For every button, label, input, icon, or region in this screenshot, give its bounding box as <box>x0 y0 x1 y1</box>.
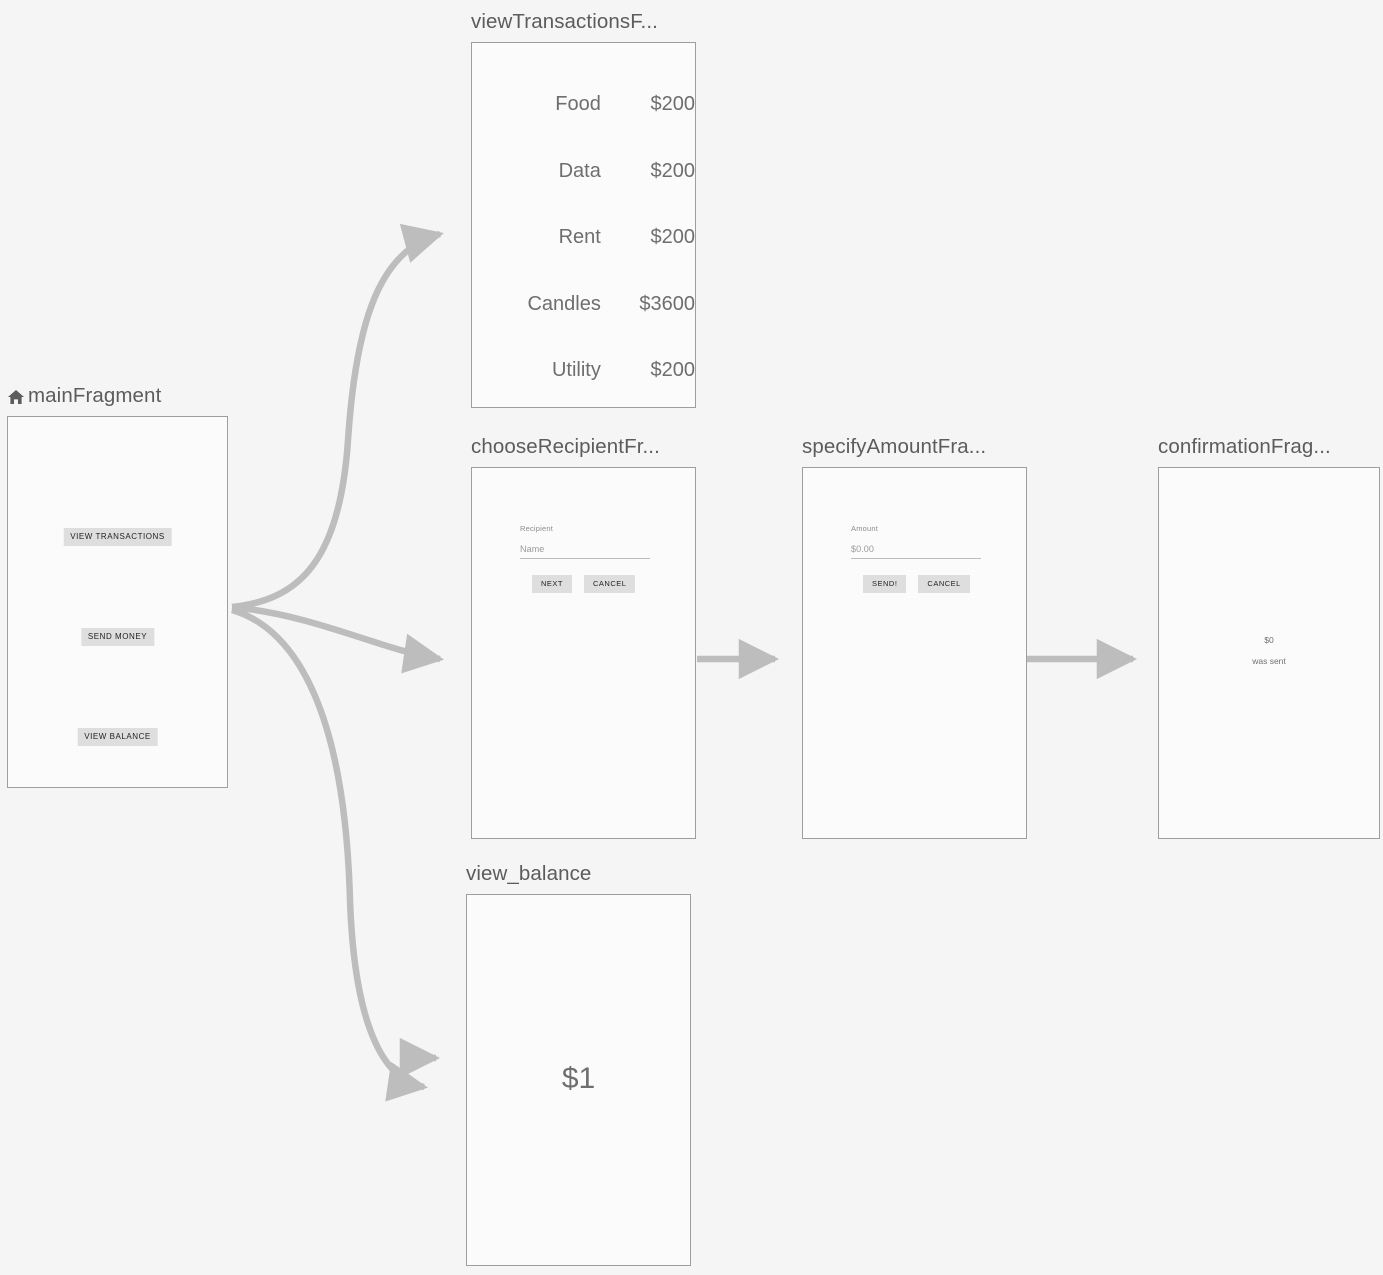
transaction-row: Data $200 <box>472 138 695 205</box>
button-send-money[interactable]: SEND MONEY <box>80 627 155 646</box>
recipient-form-buttons: NEXT CANCEL <box>520 575 650 593</box>
transaction-amount: $200 <box>650 93 696 116</box>
amount-input[interactable]: $0.00 <box>851 545 981 559</box>
recipient-form: Recipient Name NEXT CANCEL <box>520 523 650 593</box>
cancel-button[interactable]: CANCEL <box>918 575 970 593</box>
confirmation-message-block: $0 was sent <box>1159 634 1379 666</box>
home-icon <box>7 388 25 406</box>
transaction-label: Candles <box>527 292 601 315</box>
send-button[interactable]: SEND! <box>863 575 907 593</box>
transaction-label: Rent <box>558 226 601 249</box>
transaction-row: Rent $200 <box>472 205 695 272</box>
next-button[interactable]: NEXT <box>532 575 573 593</box>
recipient-field-label: Recipient <box>520 523 554 533</box>
destination-view-transactions-fragment[interactable]: viewTransactionsF... Food $200 Data $200… <box>471 10 696 408</box>
edge-main-to-view-transactions <box>231 223 444 611</box>
confirmation-preview[interactable]: $0 was sent <box>1158 466 1380 839</box>
destination-main-fragment[interactable]: mainFragment VIEW TRANSACTIONS SEND MONE… <box>7 384 228 788</box>
transaction-amount: $200 <box>650 159 696 182</box>
main-fragment-preview[interactable]: VIEW TRANSACTIONS SEND MONEY VIEW BALANC… <box>7 415 228 788</box>
destination-choose-recipient-fragment[interactable]: chooseRecipientFr... Recipient Name NEXT… <box>471 435 696 839</box>
transaction-amount: $200 <box>650 226 696 249</box>
transaction-amount: $3600 <box>639 292 695 315</box>
destination-title-view-transactions: viewTransactionsF... <box>471 10 658 33</box>
transaction-row: Utility $200 <box>472 338 695 405</box>
destination-title-main: mainFragment <box>7 384 228 407</box>
destination-title-specify-amount: specifyAmountFra... <box>802 435 987 458</box>
amount-form-buttons: SEND! CANCEL <box>851 575 981 593</box>
transaction-label: Utility <box>551 359 601 382</box>
destination-title-main-label: mainFragment <box>28 384 162 407</box>
cancel-button[interactable]: CANCEL <box>584 575 636 593</box>
destination-title-confirmation: confirmationFrag... <box>1158 435 1331 458</box>
destination-title-view-balance: view_balance <box>466 862 592 885</box>
destination-title-choose-recipient: chooseRecipientFr... <box>471 435 660 458</box>
button-view-balance[interactable]: VIEW BALANCE <box>77 727 158 746</box>
destination-confirmation-fragment[interactable]: confirmationFrag... $0 was sent <box>1158 435 1380 839</box>
button-view-transactions[interactable]: VIEW TRANSACTIONS <box>63 527 172 546</box>
view-transactions-preview[interactable]: Food $200 Data $200 Rent $200 Candles $3… <box>471 41 696 408</box>
transaction-label: Food <box>555 93 601 116</box>
transaction-amount: $200 <box>650 359 696 382</box>
edge-main-to-choose-recipient <box>231 603 444 674</box>
amount-form: Amount $0.00 SEND! CANCEL <box>851 523 981 593</box>
destination-specify-amount-fragment[interactable]: specifyAmountFra... Amount $0.00 SEND! C… <box>802 435 1027 839</box>
transaction-row: Candles $3600 <box>472 271 695 338</box>
specify-amount-preview[interactable]: Amount $0.00 SEND! CANCEL <box>802 466 1027 839</box>
amount-field-label: Amount <box>851 523 879 533</box>
confirmation-amount: $0 <box>1264 634 1274 645</box>
transaction-row: Food $200 <box>472 72 695 139</box>
confirmation-message: was sent <box>1252 656 1286 666</box>
recipient-name-input[interactable]: Name <box>520 545 650 559</box>
balance-amount: $1 <box>561 1061 596 1095</box>
destination-view-balance[interactable]: view_balance $1 <box>466 862 691 1266</box>
edge-main-to-view-balance <box>231 606 428 1102</box>
transactions-list: Food $200 Data $200 Rent $200 Candles $3… <box>472 72 695 405</box>
view-balance-preview[interactable]: $1 <box>466 893 691 1266</box>
choose-recipient-preview[interactable]: Recipient Name NEXT CANCEL <box>471 466 696 839</box>
transaction-label: Data <box>558 159 601 182</box>
